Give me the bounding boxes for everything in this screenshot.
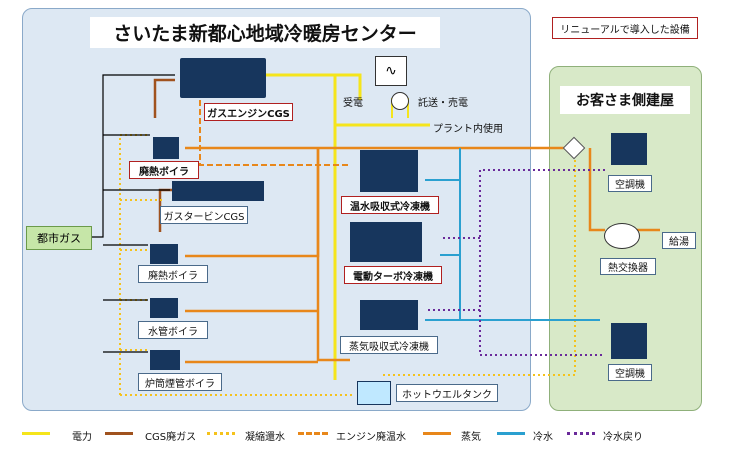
gas-engine-cgs-label: ガスエンジンCGS: [204, 103, 293, 121]
legend-swatch-engine-water: [298, 432, 328, 435]
transformer-icon: [391, 92, 409, 110]
gas-engine-icon: [180, 58, 266, 98]
water-tube-boiler-label: 水管ボイラ: [138, 321, 208, 339]
city-gas-box: 都市ガス: [26, 226, 92, 250]
customer-building-title: お客さま側建屋: [560, 86, 690, 114]
ac-power-icon: ∿: [375, 56, 407, 86]
chilled-water-lines: [425, 148, 600, 321]
electric-turbo-chiller-icon: [350, 222, 422, 262]
hot-water-supply-label: 給湯: [662, 232, 696, 249]
waste-heat-boiler-1-icon: [153, 137, 179, 159]
hotwell-tank-label: ホットウエルタンク: [396, 384, 498, 402]
water-tube-boiler-icon: [150, 298, 178, 318]
gas-turbine-icon: [172, 181, 264, 201]
page-title: さいたま新都心地域冷暖房センター: [90, 17, 440, 48]
legend-label-chilled-return: 冷水戻り: [603, 432, 643, 443]
gas-turbine-cgs-label: ガスタービンCGS: [160, 206, 248, 224]
steam-absorption-chiller-icon: [360, 300, 418, 330]
hot-water-absorption-chiller-label: 温水吸収式冷凍機: [341, 196, 439, 214]
wheeling-sale-label: 託送・売電: [418, 98, 468, 109]
waste-heat-boiler-1-label: 廃熱ボイラ: [129, 161, 199, 179]
legend-label-power: 電力: [72, 432, 92, 443]
legend-label-engine-water: エンジン廃温水: [336, 432, 406, 443]
hot-water-absorption-chiller-icon: [360, 150, 418, 192]
new-equipment-label: リニューアルで導入した設備: [552, 17, 698, 39]
steam-absorption-chiller-label: 蒸気吸収式冷凍機: [340, 336, 438, 354]
power-lines: [265, 73, 430, 380]
chilled-return-lines: [425, 169, 605, 356]
waste-heat-boiler-2-label: 廃熱ボイラ: [138, 265, 208, 283]
engine-water-lines: [199, 100, 350, 166]
gas-lines: [90, 74, 175, 353]
legend-swatch-chilled-water: [497, 432, 525, 435]
legend-label-steam: 蒸気: [461, 432, 481, 443]
electric-turbo-chiller-label: 電動ターボ冷凍機: [344, 266, 442, 284]
legend-label-condensate: 凝縮還水: [245, 432, 285, 443]
receiving-power-label: 受電: [343, 98, 363, 109]
air-conditioner-2-label: 空調機: [608, 364, 652, 381]
waste-heat-boiler-2-icon: [150, 244, 178, 264]
hotwell-tank-icon: [357, 381, 391, 405]
in-plant-use-label: プラント内使用: [433, 124, 503, 135]
heat-exchanger-label: 熱交換器: [600, 258, 656, 275]
legend-swatch-chilled-return: [567, 432, 595, 435]
flue-tube-boiler-label: 炉筒煙管ボイラ: [138, 373, 222, 391]
legend-label-chilled-water: 冷水: [533, 432, 553, 443]
legend-swatch-condensate: [207, 432, 235, 435]
air-conditioner-2-icon: [611, 323, 647, 359]
air-conditioner-1-icon: [611, 133, 647, 165]
air-conditioner-1-label: 空調機: [608, 175, 652, 192]
legend-swatch-steam: [423, 432, 451, 435]
legend-label-cgs-exhaust: CGS廃ガス: [145, 432, 197, 443]
flue-tube-boiler-icon: [150, 350, 180, 370]
legend-swatch-power: [22, 432, 50, 435]
heat-exchanger-icon: [604, 223, 640, 249]
legend-swatch-cgs-exhaust: [105, 432, 133, 435]
